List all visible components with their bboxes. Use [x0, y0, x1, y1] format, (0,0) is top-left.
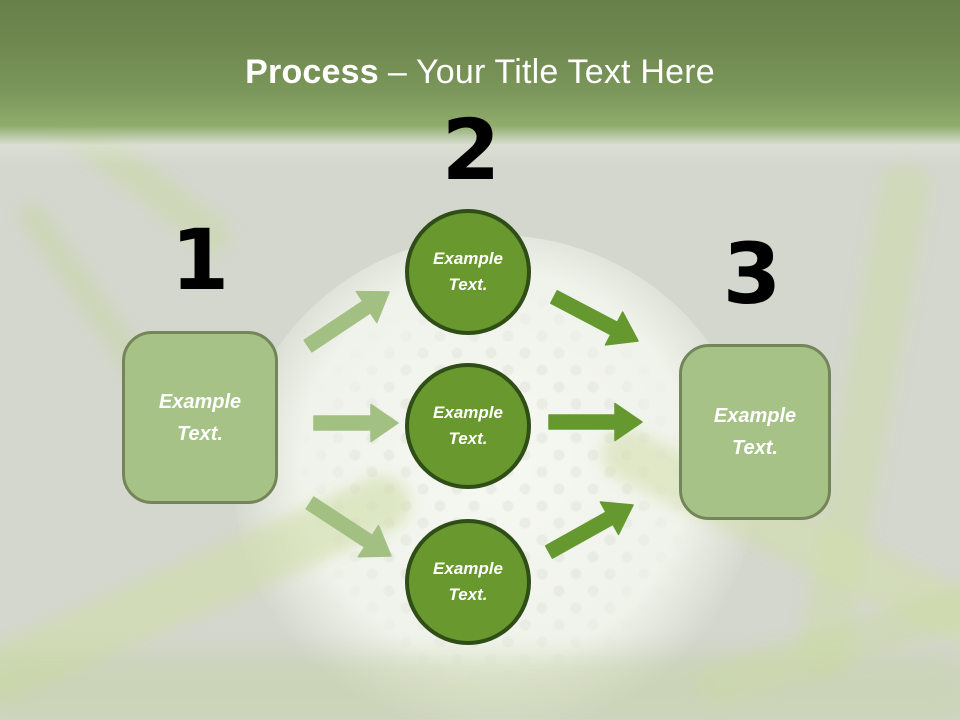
right-box-label: Example Text. — [713, 405, 797, 459]
arrow-right-middle-icon — [548, 402, 643, 442]
arrow-right-bottom-icon — [544, 501, 634, 559]
step-number-2: 2 — [441, 101, 501, 199]
circle-middle-label: Example Text. — [433, 402, 503, 448]
arrow-left-middle-icon — [313, 403, 399, 443]
left-process-box: Example Text. — [122, 331, 278, 504]
process-circle-top: Example Text. — [405, 209, 531, 335]
slide-title: Process– Your Title Text Here — [0, 52, 960, 93]
arrow-right-top-icon — [550, 290, 639, 346]
left-box-label: Example Text. — [158, 390, 242, 445]
circle-top-label: Example Text. — [433, 248, 503, 294]
title-subtext: – Your Title Text Here — [387, 53, 715, 91]
title-keyword: Process — [245, 53, 379, 91]
right-process-box: Example Text. — [679, 344, 831, 520]
process-circle-middle: Example Text. — [405, 363, 531, 489]
step-number-1: 1 — [170, 211, 230, 309]
header-band — [0, 0, 960, 165]
circle-bottom-label: Example Text. — [433, 558, 503, 604]
arrow-left-top-icon — [303, 290, 390, 353]
arrow-left-bottom-icon — [305, 496, 392, 558]
process-circle-bottom: Example Text. — [405, 519, 531, 645]
step-number-3: 3 — [722, 225, 782, 323]
